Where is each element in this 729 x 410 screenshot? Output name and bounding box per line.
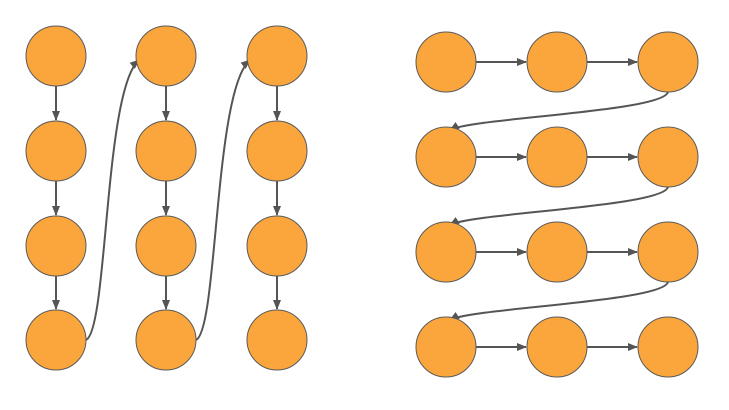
node — [135, 25, 197, 87]
node — [637, 316, 699, 378]
node — [415, 316, 477, 378]
row-major-diagram — [415, 31, 699, 378]
node — [246, 309, 308, 371]
node — [415, 221, 477, 283]
arrow-wrap-column — [85, 59, 140, 341]
column-major-diagram — [25, 25, 308, 371]
node — [415, 31, 477, 93]
node — [25, 120, 87, 182]
arrow-wrap-row — [449, 186, 669, 226]
node — [526, 126, 588, 188]
node — [25, 215, 87, 277]
node — [526, 221, 588, 283]
node — [246, 120, 308, 182]
node — [135, 120, 197, 182]
node — [135, 309, 197, 371]
node — [415, 126, 477, 188]
node — [637, 221, 699, 283]
arrow-wrap-row — [449, 91, 669, 131]
arrow-wrap-column — [195, 59, 251, 341]
node — [526, 316, 588, 378]
node — [25, 25, 87, 87]
node — [135, 215, 197, 277]
node — [637, 31, 699, 93]
node — [25, 309, 87, 371]
node — [246, 215, 308, 277]
arrow-wrap-row — [449, 281, 669, 321]
node — [526, 31, 588, 93]
node — [637, 126, 699, 188]
node — [246, 25, 308, 87]
